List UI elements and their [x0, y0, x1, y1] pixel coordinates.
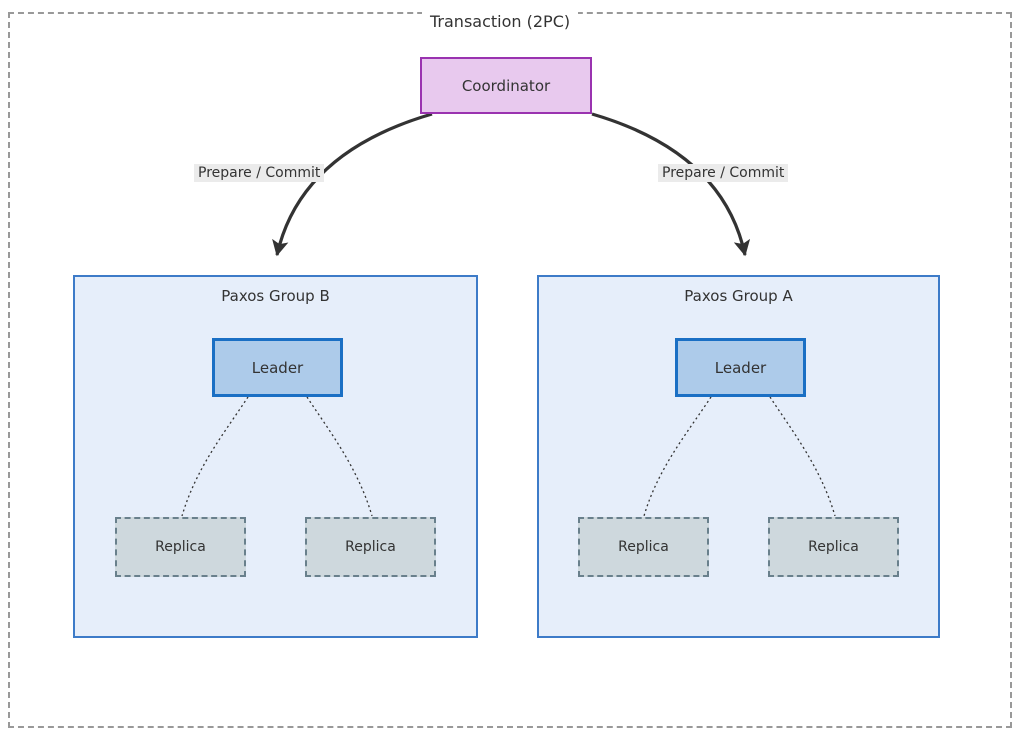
- coordinator-node[interactable]: Coordinator: [420, 57, 592, 114]
- paxos-group-a-container: Paxos Group A: [537, 275, 940, 638]
- leader-node-group-b[interactable]: Leader: [212, 338, 343, 397]
- edge-label-prepare-commit-b: Prepare / Commit: [194, 164, 325, 182]
- replica-node-group-b-1[interactable]: Replica: [115, 517, 246, 577]
- replica-node-group-a-1[interactable]: Replica: [578, 517, 709, 577]
- coordinator-label: Coordinator: [461, 76, 551, 95]
- transaction-boundary-title: Transaction (2PC): [422, 12, 579, 31]
- replica-node-group-a-2[interactable]: Replica: [768, 517, 899, 577]
- leader-node-group-a[interactable]: Leader: [675, 338, 806, 397]
- replica-label-group-b-1: Replica: [155, 538, 206, 555]
- leader-label-group-b: Leader: [251, 358, 304, 377]
- paxos-group-a-title: Paxos Group A: [684, 287, 793, 305]
- replica-label-group-a-2: Replica: [808, 538, 859, 555]
- replica-label-group-a-1: Replica: [618, 538, 669, 555]
- leader-label-group-a: Leader: [714, 358, 767, 377]
- edge-label-prepare-commit-a: Prepare / Commit: [658, 164, 789, 182]
- replica-node-group-b-2[interactable]: Replica: [305, 517, 436, 577]
- replica-label-group-b-2: Replica: [345, 538, 396, 555]
- paxos-group-b-container: Paxos Group B: [73, 275, 478, 638]
- paxos-group-b-title: Paxos Group B: [221, 287, 330, 305]
